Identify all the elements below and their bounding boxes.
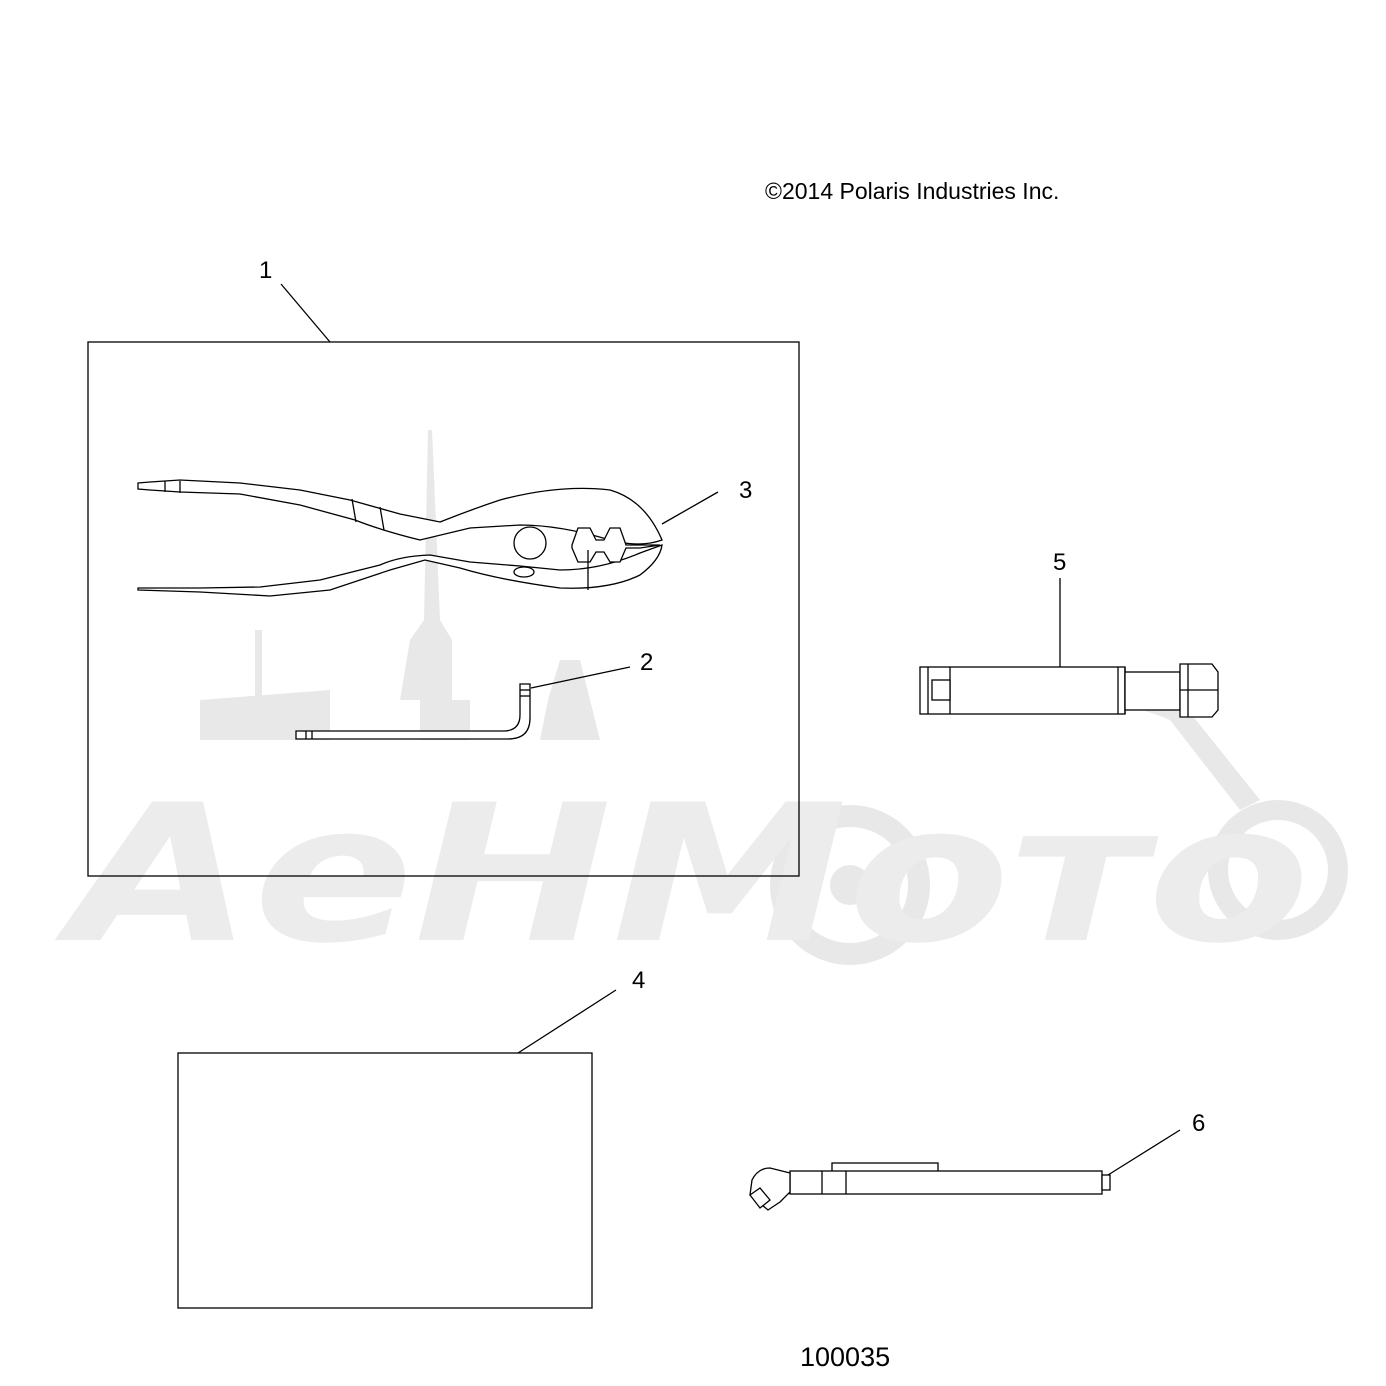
manual-icon (177, 1052, 593, 1309)
tire-gauge-icon (749, 1162, 1111, 1211)
pliers-icon (137, 479, 663, 597)
spark-plug-socket-icon (919, 663, 1219, 718)
watermark-text: АеНМото (54, 764, 1310, 985)
callout-1: 1 (259, 257, 272, 284)
leader-line-3 (661, 491, 719, 525)
callout-6: 6 (1192, 1110, 1205, 1137)
leader-line-4 (517, 989, 617, 1054)
diagram-number: 100035 (800, 1342, 890, 1372)
callout-3: 3 (739, 477, 752, 504)
watermark: АеНМото (54, 430, 1348, 985)
tool-kit-icon (87, 341, 800, 877)
hex-key-icon (295, 683, 531, 740)
callout-4: 4 (632, 967, 645, 994)
leader-line-6 (1107, 1129, 1181, 1176)
callout-5: 5 (1053, 549, 1066, 576)
leader-line-2 (530, 666, 631, 689)
copyright-text: ©2014 Polaris Industries Inc. (765, 178, 1059, 204)
callout-2: 2 (640, 649, 653, 676)
leader-line-1 (280, 283, 331, 343)
